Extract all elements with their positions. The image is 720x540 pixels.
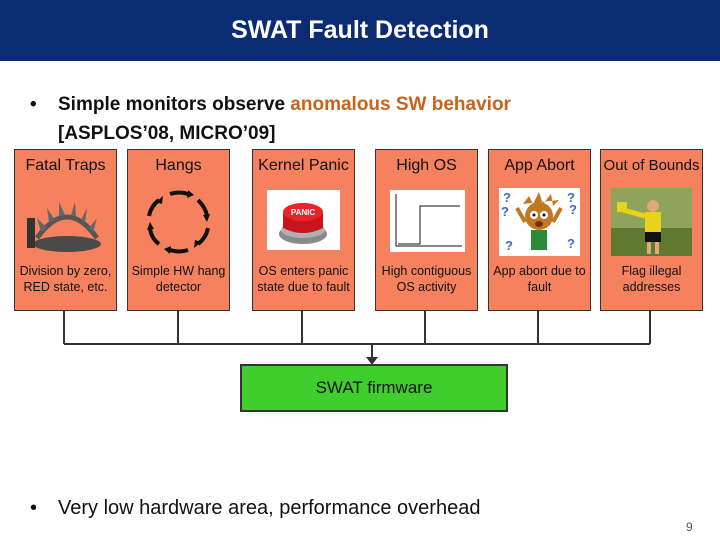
card-app-abort: App Abort ??? ??? App abort due to fault	[488, 149, 591, 311]
svg-text:?: ?	[505, 238, 513, 253]
step-graph-icon	[390, 190, 465, 252]
bullet-monitors: • Simple monitors observe anomalous SW be…	[30, 90, 511, 148]
card-kernel-panic: Kernel Panic PANIC OS enters panic state…	[252, 149, 355, 311]
bullet-accent-text: anomalous SW behavior	[290, 94, 511, 115]
card-header: Hangs	[155, 157, 202, 174]
bullet-dot: •	[30, 94, 37, 115]
svg-text:?: ?	[569, 202, 577, 217]
card-description: Simple HW hang detector	[131, 264, 226, 294]
page-number: 9	[686, 520, 693, 534]
card-description: High contiguous OS activity	[381, 264, 472, 294]
card-fatal-traps: Fatal Traps Division by zero, RED state,…	[14, 149, 117, 311]
firmware-label: SWAT firmware	[315, 378, 433, 397]
bullet-text: Simple monitors observe	[58, 94, 291, 115]
panic-button-icon: PANIC	[267, 190, 340, 250]
svg-text:?: ?	[567, 190, 575, 205]
card-description: Flag illegal addresses	[621, 264, 682, 294]
card-header: Out of Bounds	[603, 157, 700, 174]
card-high-os: High OS High contiguous OS activity	[375, 149, 478, 311]
card-header: Fatal Traps	[25, 157, 106, 174]
svg-text:?: ?	[503, 190, 511, 205]
bullet-citation: [ASPLOS’08, MICRO’09]	[58, 123, 276, 144]
referee-icon	[611, 188, 692, 256]
bullet-dot: •	[30, 497, 38, 519]
card-header: App Abort	[504, 157, 575, 174]
card-description: OS enters panic state due to fault	[257, 264, 350, 294]
card-description: App abort due to fault	[493, 264, 586, 294]
confused-person-icon: ??? ???	[499, 188, 580, 256]
card-header: Kernel Panic	[258, 157, 349, 174]
trap-icon	[27, 202, 101, 252]
panic-label: PANIC	[291, 208, 316, 217]
title-bar: SWAT Fault Detection	[0, 0, 720, 61]
bullet-overhead: • Very low hardware area, performance ove…	[30, 497, 480, 520]
svg-text:?: ?	[567, 236, 575, 251]
slide-title: SWAT Fault Detection	[231, 16, 489, 44]
swat-firmware-box: SWAT firmware	[240, 364, 508, 412]
cycle-arrows-icon	[147, 190, 210, 254]
card-hangs: Hangs Simple HW hang detector	[127, 149, 230, 311]
card-out-of-bounds: Out of Bounds Flag illegal addresses	[600, 149, 703, 311]
bullet-text: Very low hardware area, performance over…	[58, 497, 481, 519]
svg-text:?: ?	[501, 204, 509, 219]
card-header: High OS	[396, 157, 457, 174]
card-description: Division by zero, RED state, etc.	[19, 264, 112, 294]
